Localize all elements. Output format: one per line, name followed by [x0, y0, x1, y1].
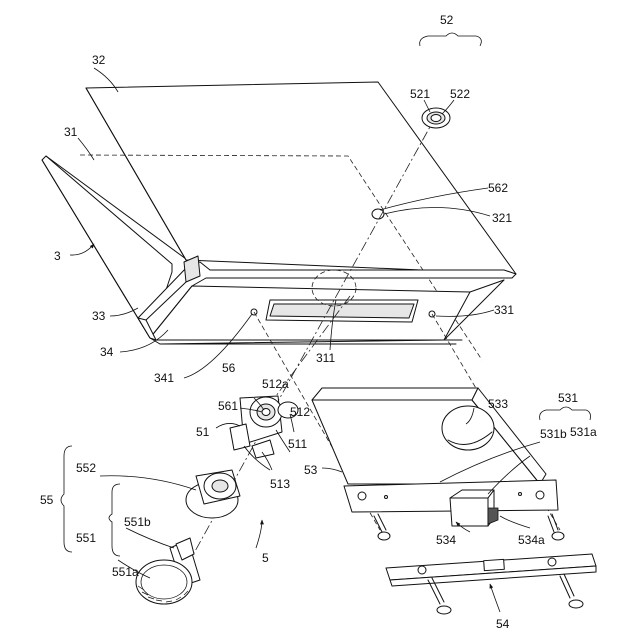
screw-upper-left	[374, 514, 390, 540]
label-531b: 531b	[540, 427, 567, 441]
label-341: 341	[154, 371, 174, 385]
label-552: 552	[76, 461, 96, 475]
label-562: 562	[488, 181, 508, 195]
label-33: 33	[92, 309, 106, 323]
label-54: 54	[496, 617, 510, 631]
latch-534	[450, 490, 498, 526]
label-56: 56	[222, 361, 236, 375]
label-531a: 531a	[570, 425, 597, 439]
label-534: 534	[436, 533, 456, 547]
label-521: 521	[410, 87, 430, 101]
label-513: 513	[270, 477, 290, 491]
rose-552	[186, 470, 240, 518]
label-512a: 512a	[262, 377, 289, 391]
label-34: 34	[100, 345, 114, 359]
label-551b: 551b	[124, 515, 151, 529]
label-531: 531	[558, 391, 578, 405]
screw-upper-right	[548, 514, 564, 540]
screw-lower-right	[560, 574, 583, 608]
label-511: 511	[288, 437, 307, 451]
label-522: 522	[450, 87, 470, 101]
label-321: 321	[492, 211, 512, 225]
label-52: 52	[440, 13, 454, 27]
label-55: 55	[40, 493, 54, 507]
label-331: 331	[494, 303, 514, 317]
label-51: 51	[196, 425, 210, 439]
ring-52	[422, 108, 450, 128]
lock-slot-331	[251, 300, 435, 322]
label-512: 512	[290, 405, 310, 419]
label-311: 311	[316, 351, 335, 365]
label-561: 561	[218, 399, 238, 413]
label-31: 31	[64, 125, 78, 139]
label-551a: 551a	[112, 565, 139, 579]
lock-body-53	[312, 388, 546, 484]
label-3: 3	[54, 249, 61, 263]
label-551: 551	[76, 531, 96, 545]
knob-551	[136, 538, 200, 604]
label-32: 32	[92, 53, 106, 67]
strike-plate-54	[386, 554, 596, 586]
label-53: 53	[304, 463, 318, 477]
label-533: 533	[488, 397, 508, 411]
label-5: 5	[262, 551, 269, 565]
label-534a: 534a	[518, 533, 545, 547]
